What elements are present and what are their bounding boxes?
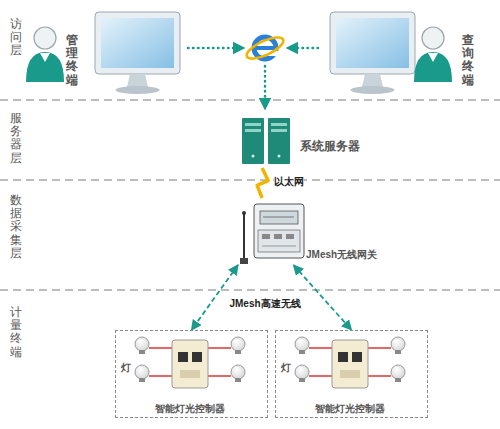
wireless-link — [294, 265, 352, 330]
text-holder: 系统服务器 — [300, 139, 360, 153]
node-label: 管理终端 — [66, 34, 78, 87]
node-label: 智能灯光控制器 — [276, 403, 424, 415]
text-holder: 数据采集层 — [10, 194, 22, 260]
text-holder: 灯 — [281, 362, 291, 374]
node-label: 查询终端 — [462, 34, 474, 87]
monitor-icon — [95, 12, 180, 94]
gateway-node: JMesh无线网关 — [232, 198, 382, 265]
label-holder: 以太网 — [274, 176, 304, 188]
layer-band: 服务器层系统服务器 — [0, 100, 500, 180]
ethernet-link — [257, 168, 268, 198]
layer-band: 计量终端智能灯光控制器 灯智能灯光控制器 灯 — [0, 290, 500, 429]
controller-group: 智能灯光控制器 灯 — [275, 330, 428, 418]
server-icon — [242, 118, 290, 164]
layer-label: 计量终端 — [10, 306, 22, 359]
monitor-icon — [330, 12, 415, 94]
light-controller-illustration — [135, 337, 245, 388]
text-holder: 计量终端 — [10, 306, 22, 359]
text-holder: 智能灯光控制器 — [276, 403, 424, 415]
node-label: JMesh无线网关 — [306, 249, 377, 261]
layer-band: 数据采集层 JMesh无线网关 — [0, 180, 500, 290]
text-holder: 智能灯光控制器 — [116, 403, 264, 415]
layer-band: 访问层 管理终端 查询终端 — [0, 0, 500, 100]
layer-separators — [0, 100, 500, 290]
node-label: 智能灯光控制器 — [116, 403, 264, 415]
text-holder: JMesh无线网关 — [306, 249, 377, 261]
text-holder: 灯 — [121, 362, 131, 374]
layer-label: 访问层 — [10, 18, 22, 58]
terminal-node: 查询终端 — [318, 10, 482, 98]
dotted-arrow — [188, 48, 318, 108]
text-holder: 访问层 — [10, 18, 22, 58]
terminal-node: 管理终端 — [24, 10, 186, 98]
layer-label: 服务器层 — [10, 112, 22, 165]
person-icon — [414, 27, 452, 82]
light-controller-illustration — [295, 337, 405, 388]
node-label: 灯 — [121, 362, 131, 374]
link-label: JMesh高速无线 — [229, 298, 300, 310]
browser-logo — [244, 33, 286, 63]
edge-label: 以太网 — [274, 176, 304, 188]
node-label: 系统服务器 — [300, 139, 360, 153]
text-holder: 服务器层 — [10, 112, 22, 165]
controller-group: 智能灯光控制器 灯 — [115, 330, 268, 418]
node-label: 灯 — [281, 362, 291, 374]
gateway-meter-icon — [240, 204, 304, 264]
server-node: 系统服务器 — [238, 114, 372, 168]
layer-label: 数据采集层 — [10, 194, 22, 260]
person-icon — [26, 27, 64, 82]
text-holder: 管理终端 — [66, 34, 78, 87]
text-holder: 查询终端 — [462, 34, 474, 87]
label-holder: JMesh高速无线 — [205, 293, 325, 311]
